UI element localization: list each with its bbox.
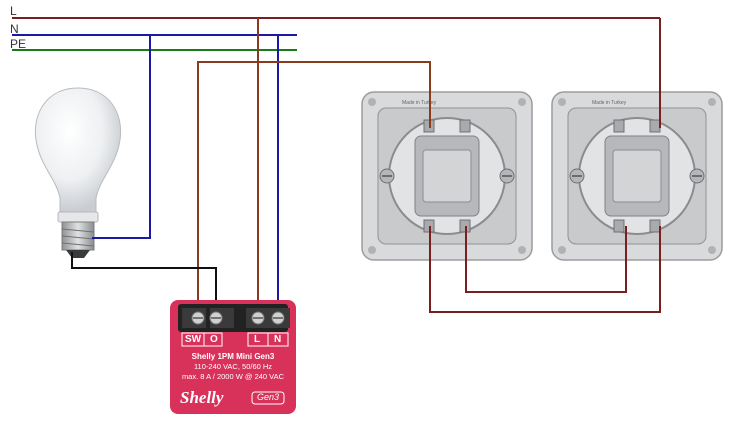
shelly-logo: Shelly (180, 388, 224, 407)
device-rating: max. 8 A / 2000 W @ 240 VAC (181, 372, 285, 381)
shelly-device (170, 300, 296, 414)
rail-label-l: L (10, 4, 17, 18)
wire-sw-to-switch1 (197, 61, 431, 320)
rail-label-pe: PE (10, 37, 27, 51)
wire-traveler-1 (429, 226, 661, 313)
rail-label-n: N (10, 22, 19, 36)
terminal-label-l: L (254, 334, 261, 345)
wall-switch-1: Made in Turkey (361, 91, 533, 261)
terminal-label-n: N (274, 334, 282, 345)
device-model: Shelly 1PM Mini Gen3 (191, 352, 275, 361)
made-in-label-1: Made in Turkey (402, 100, 437, 106)
device-voltage: 110-240 VAC, 50/60 Hz (193, 362, 273, 371)
terminal-label-sw: SW (185, 334, 202, 345)
wire-o-to-bulb (71, 252, 217, 320)
terminal-label-o: O (210, 334, 218, 345)
made-in-label-2: Made in Turkey (592, 100, 627, 106)
wall-switch-2: Made in Turkey (551, 91, 723, 261)
wire-traveler-2 (465, 226, 627, 293)
light-bulb (34, 87, 122, 258)
gen3-badge: Gen3 (256, 392, 280, 402)
wire-n-to-bulb (92, 35, 151, 239)
